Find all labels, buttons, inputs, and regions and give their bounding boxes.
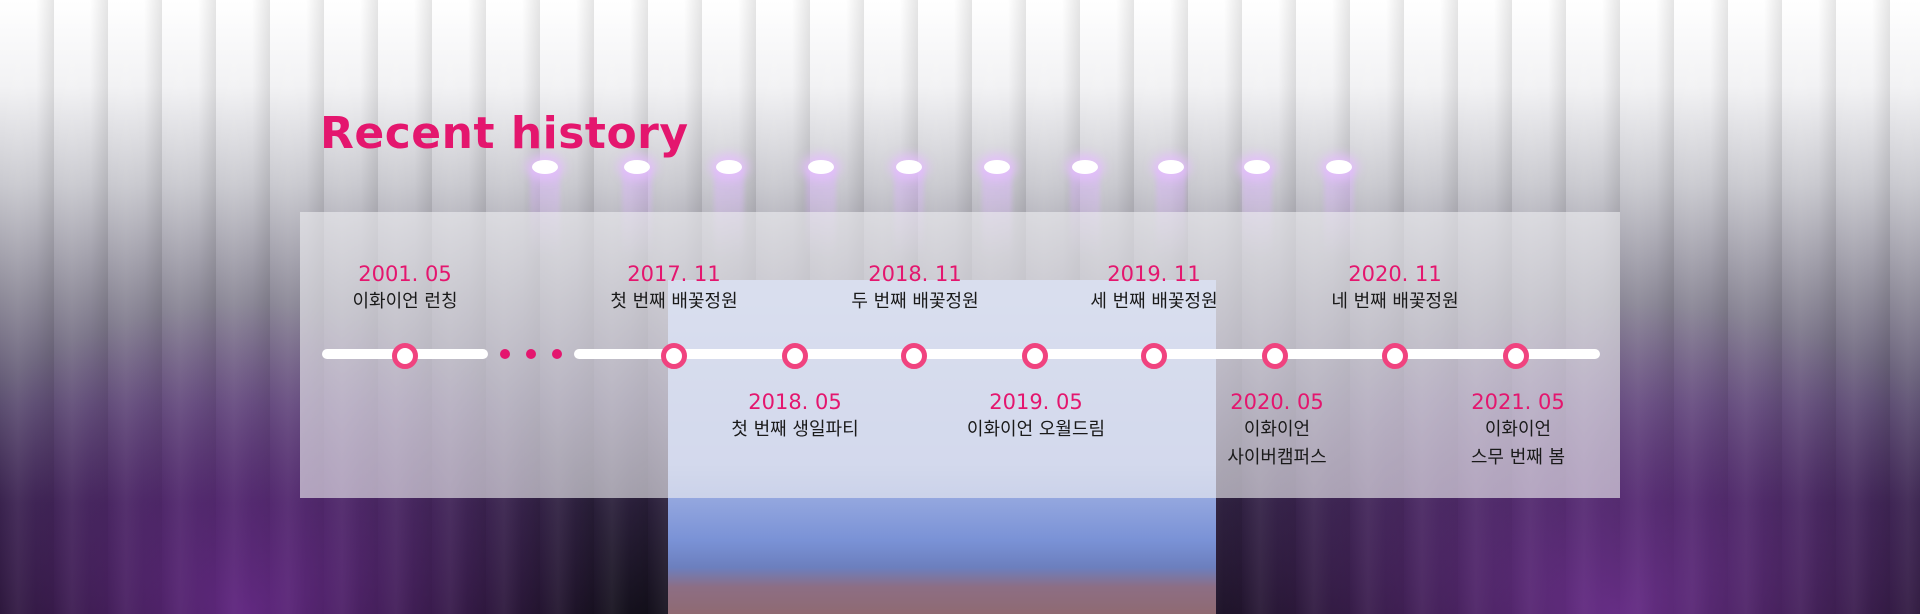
timeline-event: 2018. 05 첫 번째 생일파티 (685, 388, 905, 444)
event-label: 이화이언 (1484, 419, 1552, 440)
event-label: 첫 번째 배꽃정원 (610, 291, 738, 312)
timeline-node (1141, 343, 1167, 369)
event-label: 세 번째 배꽃정원 (1090, 291, 1218, 312)
stage-light (1072, 160, 1098, 174)
timeline-event: 2019. 05 이화이언 오월드림 (926, 388, 1146, 444)
stage-light (1326, 160, 1352, 174)
timeline-node (782, 343, 808, 369)
event-date: 2001. 05 (358, 262, 452, 286)
timeline-event: 2019. 11 세 번째 배꽃정원 (1044, 260, 1264, 316)
stage-light (1244, 160, 1270, 174)
event-label-line2: 사이버캠퍼스 (1227, 447, 1327, 468)
timeline-node (1382, 343, 1408, 369)
ellipsis-dot (500, 349, 510, 359)
timeline-event: 2017. 11 첫 번째 배꽃정원 (564, 260, 784, 316)
event-label: 두 번째 배꽃정원 (851, 291, 979, 312)
timeline-node (1503, 343, 1529, 369)
timeline-event: 2018. 11 두 번째 배꽃정원 (805, 260, 1025, 316)
event-date: 2019. 11 (1107, 262, 1201, 286)
event-date: 2017. 11 (627, 262, 721, 286)
event-label: 이화이언 (1243, 419, 1311, 440)
stage-light (1158, 160, 1184, 174)
stage-light (896, 160, 922, 174)
stage-light (532, 160, 558, 174)
event-date: 2018. 05 (748, 390, 842, 414)
stage-light (808, 160, 834, 174)
stage-light (716, 160, 742, 174)
timeline-track-main (574, 349, 1600, 359)
timeline-event: 2020. 05 이화이언 사이버캠퍼스 (1167, 388, 1387, 472)
event-label: 이화이언 런칭 (352, 291, 458, 312)
event-date: 2019. 05 (989, 390, 1083, 414)
ellipsis-dot (526, 349, 536, 359)
timeline-event: 2001. 05 이화이언 런칭 (295, 260, 515, 316)
stage-light (624, 160, 650, 174)
timeline-node (392, 343, 418, 369)
timeline-event: 2021. 05 이화이언 스무 번째 봄 (1408, 388, 1628, 472)
event-label-line2: 스무 번째 봄 (1470, 447, 1566, 468)
event-date: 2018. 11 (868, 262, 962, 286)
event-date: 2020. 05 (1230, 390, 1324, 414)
timeline-node (901, 343, 927, 369)
section-title: Recent history (320, 108, 689, 159)
timeline-node (1022, 343, 1048, 369)
event-label: 네 번째 배꽃정원 (1331, 291, 1459, 312)
timeline-node (1262, 343, 1288, 369)
event-date: 2021. 05 (1471, 390, 1565, 414)
ellipsis-dot (552, 349, 562, 359)
timeline-event: 2020. 11 네 번째 배꽃정원 (1285, 260, 1505, 316)
stage-light (984, 160, 1010, 174)
timeline-node (661, 343, 687, 369)
event-label: 이화이언 오월드림 (966, 419, 1106, 440)
event-date: 2020. 11 (1348, 262, 1442, 286)
event-label: 첫 번째 생일파티 (731, 419, 859, 440)
